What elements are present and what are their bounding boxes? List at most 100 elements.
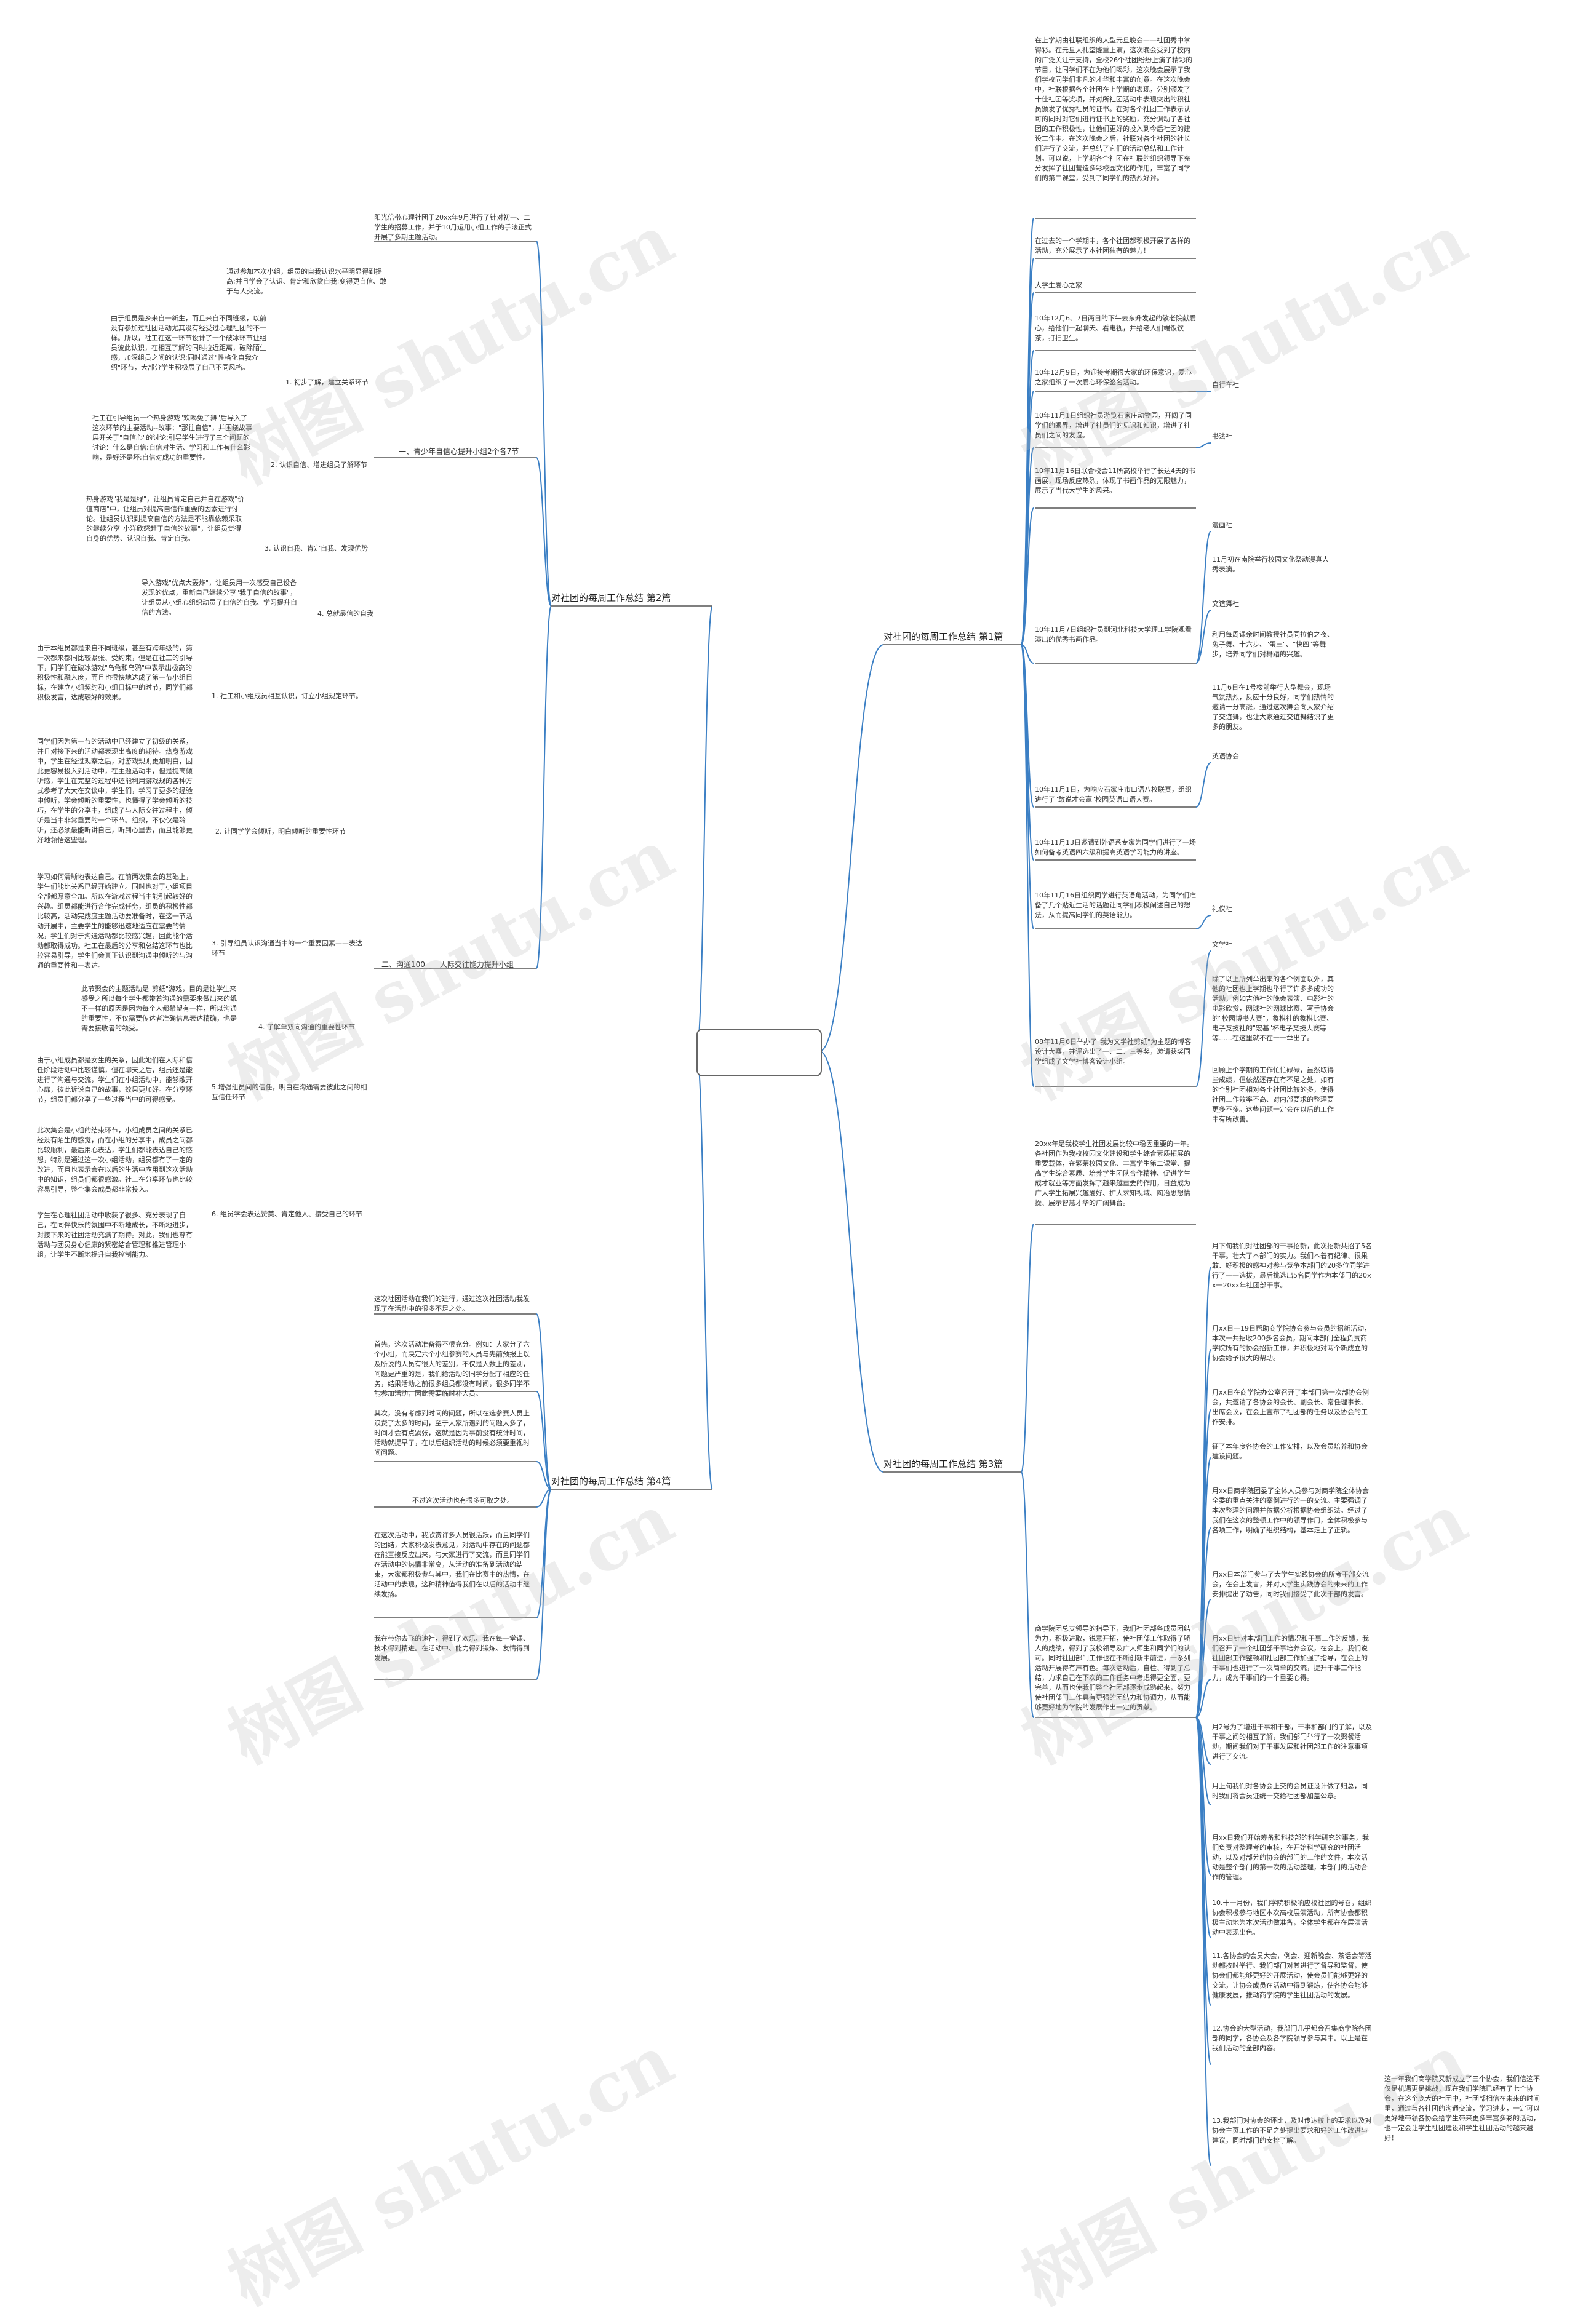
p1-text-3: 大学生爱心之家 [1035,281,1082,289]
connector-p4-5 [536,1489,552,1680]
p2-text-23: 此次集会是小组的结束环节，小组成员之间的关系已经没有陌生的感觉，而在小组的分享中… [37,1126,193,1193]
branch-part2[interactable]: 对社团的每周工作总结 第2篇 [551,592,671,603]
p3-text-3: 月xx日—19日帮助商学院协会参与会员的招新活动，本次一共招收200多名会员，期… [1212,1324,1371,1362]
p3-text-5: 征了本年度各协会的工作安排，以及会员培养和协会建设问题。 [1212,1443,1368,1460]
p1-text-2: 在过去的一个学期中，各个社团都积极开展了各样的活动，充分展示了本社团独有的魅力！ [1035,237,1190,255]
p2-text-9: 热身游戏"我是是绿"，让组员肯定自己并自在游戏"价值商店"中，让组员对提高自信作… [86,495,245,543]
connector-p2-0 [536,241,552,607]
connector-center-part4 [696,1051,713,1490]
connector-p2-2 [536,605,552,969]
p2-text-10: 4. 总就最信的自我 [317,610,373,618]
connector-p1-11 [1021,644,1034,1087]
p2-text-24: 6. 组员学会表达赞美、肯定他人、接受自己的环节 [212,1210,362,1218]
p3-text-1: 20xx年是我校学生社团发展比较中稳固重要的一年。各社团作为我校校园文化建设和学… [1035,1140,1194,1207]
p1-text-8: 书法社 [1212,432,1232,440]
p3-text-7: 月xx日本部门参与了大学生实践协会的所考干部交流会，在会上发言，并对大学生实践协… [1212,1570,1370,1598]
p1-text-13: 利用每周课余时间教授社员同拉伯之夜、兔子舞、十六步、"蛋三"、"快四"等舞步，培… [1212,631,1334,658]
branch-part1[interactable]: 对社团的每周工作总结 第1篇 [883,631,1003,642]
p1-text-4: 10年12月6、7日两日的下午去东升发起的敬老院献爱心，给他们一起聊天、看电视，… [1035,314,1196,342]
connector-p1-sub-4 [1195,762,1211,808]
p3-text-14: 11.各协会的会员大会，例会、迎新晚会、茶话会等活动都按时举行。我们部门对其进行… [1212,1952,1372,1999]
connector-center-part2 [696,605,713,1052]
p2-text-25: 学生在心理社团活动中收获了很多、充分表现了自己，在同伴快乐的氛围中不断地成长，不… [37,1211,193,1259]
connector-p1-sub-3 [1195,610,1211,664]
connector-p1-sub-1 [1195,442,1211,448]
p1-text-20: 礼仪社 [1212,905,1232,913]
p2-text-17: 3. 引导组员认识沟通当中的一个重要因素——表达环节 [212,939,362,957]
p1-text-11: 11月初在南院举行校园文化祭动漫真人秀表演。 [1212,555,1329,573]
p4-text-3: 其次，没有考虑到时间的问题，所以在选参赛人员上浪费了太多的时间，至于大家所遇到的… [374,1409,530,1457]
connector-p1-6 [1021,507,1034,645]
p1-text-17: 10年11月1日，为响应石家庄市口语八校联赛，组织进行了"敢说才会赢"校园英语口… [1035,786,1192,803]
p1-text-9: 10年11月16日联合校会11所高校举行了长达4天的书画展，现场反应热烈，体现了… [1035,467,1195,495]
connector-p3-sub-12 [1195,1717,1211,2065]
p1-text-5: 10年12月9日，为迎接考期很大家的环保意识，爱心之家组织了一次爱心环保签名活动… [1035,368,1192,386]
p3-text-6: 月xx日商学院团委了全体人员参与对商学院全体协会全委的重点关注的案例进行的一的交… [1212,1487,1370,1534]
p2-text-21: 由于小组成员都是女生的关系，因此她们在人际和信任阶段活动中比较谨慎，但在聊天之后… [37,1056,193,1104]
p2-text-16: 学习如何清晰地表达自己。在前两次集会的基础上，学生们能比关系已经开始建立。同时也… [37,873,193,969]
connector-p3-sub-4 [1195,1527,1211,1718]
connector-lines [374,218,1211,2166]
p1-text-24: 回顾上个学期的工作忙忙碌碌，虽然取得些成绩，但依然还存在有不足之处，如有的个别社… [1212,1066,1334,1123]
p1-text-6: 自行车社 [1212,381,1239,389]
p3-text-9: 商学院团总支领导的指导下，我们社团部各成员团结为力，积极进取，锐意开拓，使社团部… [1035,1625,1190,1711]
p2-text-18: 二、沟通100——人际交往能力提升小组 [381,960,514,969]
p1-text-12: 交谊舞社 [1212,600,1239,608]
connector-p4-2 [536,1461,552,1490]
p3-text-16: 13.我部门对协会的评比，及时传达校上的要求以及对协会主页工作的不足之处提出要求… [1212,2117,1372,2144]
p1-text-23: 除了以上所列举出来的各个例面以外，其他的社团也上学期也举行了许多多成功的活动，例… [1212,975,1334,1042]
p3-text-13: 10.十一月份，我们学院积极响应校社团的号召，组织协会积极参与地区本次高校展演活… [1212,1899,1372,1936]
connector-p1-7 [1021,644,1034,664]
p2-text-1: 阳光倍带心理社团于20xx年9月进行了针对初一、二学生的招募工作，并于10月运用… [374,213,532,241]
p3-text-4: 月xx日在商学院办公室召开了本部门第一次部协会例会，共邀请了各协会的会长、副会长… [1212,1388,1370,1426]
connector-center-part1 [819,644,884,1052]
p1-text-14: 11月6日在1号楼前举行大型舞会，现场气氛热烈，反应十分良好，同学们热情的邀请十… [1212,683,1334,731]
connector-p1-sub-2 [1195,531,1211,664]
p3-text-2: 月下旬我们对社团部的干事招新，此次招新共招了5名干事。壮大了本部门的实力。我们本… [1212,1242,1372,1289]
p1-text-15: 10年11月7日组织社员到河北科技大学理工学院观看演出的优秀书画作品。 [1035,626,1192,643]
connector-p1-2 [1021,292,1034,645]
branch-part3[interactable]: 对社团的每周工作总结 第3篇 [883,1458,1003,1470]
connector-center-part3 [819,1051,884,1473]
p2-text-12: 由于本组员都是来自不同班级，甚至有跨年级的，第一次都来都同比较紧张、受约束，但是… [37,644,193,701]
p1-text-22: 08年11月6日举办了"我为文学社剪纸"为主题的博客设计大赛，并评选出了一、二、… [1035,1038,1192,1065]
p3-text-10: 月2号为了增进干事和干部，干事和部门的了解，以及干事之间的相互了解，我们部门举行… [1212,1723,1372,1761]
connector-p1-sub-5 [1195,915,1211,929]
p1-text-21: 文学社 [1212,941,1232,949]
p2-text-2: 一、青少年自信心提升小组2个各7节 [399,447,519,456]
p1-text-7: 10年11月1日组织社员游览石家庄动物园，开阔了同学们的眼界，增进了社员们的见识… [1035,412,1192,439]
central-topic-node[interactable] [696,1029,822,1076]
p2-text-8: 3. 认识自我、肯定自我、发现优势 [265,544,368,552]
p2-text-13: 1. 社工和小组成员相互认识，订立小组规定环节。 [212,692,362,700]
p4-text-5: 在这次活动中，我欣赏许多人员很活跃，而且同学们的团结，大家积极发表意见，对活动中… [374,1531,530,1598]
p1-text-10: 漫画社 [1212,521,1232,529]
p3-text-17: 这一年我们商学院又新成立了三个协会，我们信这不仅是机遇更是挑战，现在我们学院已经… [1384,2075,1540,2142]
p2-text-5: 由于组员是乡来自一新生，而且来自不同班级，以前没有参加过社团活动尤其没有经受过心… [111,314,266,372]
connector-p3-sub-6 [1195,1679,1211,1718]
p4-text-2: 首先，这次活动准备得不很充分。例如：大家分了六个小组，而决定六个小组参赛的人员与… [374,1340,530,1398]
branch-part4[interactable]: 对社团的每周工作总结 第4篇 [551,1476,671,1487]
p1-text-16: 英语协会 [1212,752,1239,760]
p2-text-11: 导入游戏"优点大轰炸"，让组员用一次感受自己设备发现的优点，重新自己继续分享"我… [142,579,297,616]
p1-text-19: 10年11月16日组织同学进行英语角活动，为同学们准备了几个贴近生活的话题让同学… [1035,891,1196,919]
connector-p3-sub-5 [1195,1599,1211,1718]
connector-p4-0 [536,1313,552,1490]
p3-text-12: 月xx日我们开始筹备和科技部的科学研究的事务，我们负责对整理考的审核，在开始科学… [1212,1834,1370,1881]
p2-text-7: 社工在引导组员一个热身游戏"欢喝兔子舞"后导入了这次环节的主要活动--故事："那… [92,414,253,461]
p2-text-4: 1. 初步了解，建立关系环节 [285,378,369,386]
p2-text-3: 通过参加本次小组，组员的自我认识水平明显得到提高;并且学会了认识、肯定和欣赏自我… [226,268,387,295]
p2-text-14: 同学们因为第一节的活动中已经建立了初级的关系，并且对接下来的活动都表现出高度的期… [37,738,193,844]
connector-p4-1 [536,1391,552,1490]
p2-text-19: 此节聚会的主题活动是"剪纸"游戏，目的是让学生来感受之所以每个学生都带着沟通的需… [81,985,237,1032]
p1-text-1: 在上学期由社联组织的大型元旦晚会——社团秀中掌得彩。在元旦大礼堂隆重上演，这次晚… [1035,36,1192,182]
p2-text-15: 2. 让同学学会倾听，明白倾听的重要性环节 [215,827,346,835]
p2-text-6: 2. 认识自信、增进组员了解环节 [271,461,367,469]
p3-text-15: 12.协会的大型活动，我部门几乎都会召集商学院各团部的同学，各协会及各学院领导参… [1212,2024,1372,2052]
connector-p3-0 [1021,1224,1034,1473]
p3-text-8: 月xx日针对本部门工作的情况和干事工作的反馈，我们召开了一个社团部干事培养会议，… [1212,1634,1370,1682]
p4-text-1: 这次社团活动在我们的进行，通过这次社团活动我发现了在活动中的很多不足之处。 [374,1295,530,1313]
p3-text-11: 月上旬我们对各协会上交的会员证设计做了归总，同时我们将会员证统一交给社团部加盖公… [1212,1782,1368,1800]
connector-p1-sub-6 [1195,950,1211,1087]
p4-text-6: 我在带你去飞的速社，得到了欢乐、我在每一堂课、技术得到精进。在活动中、能力得到锻… [374,1634,530,1662]
p4-text-4: 不过这次活动也有很多可取之处。 [412,1497,514,1505]
